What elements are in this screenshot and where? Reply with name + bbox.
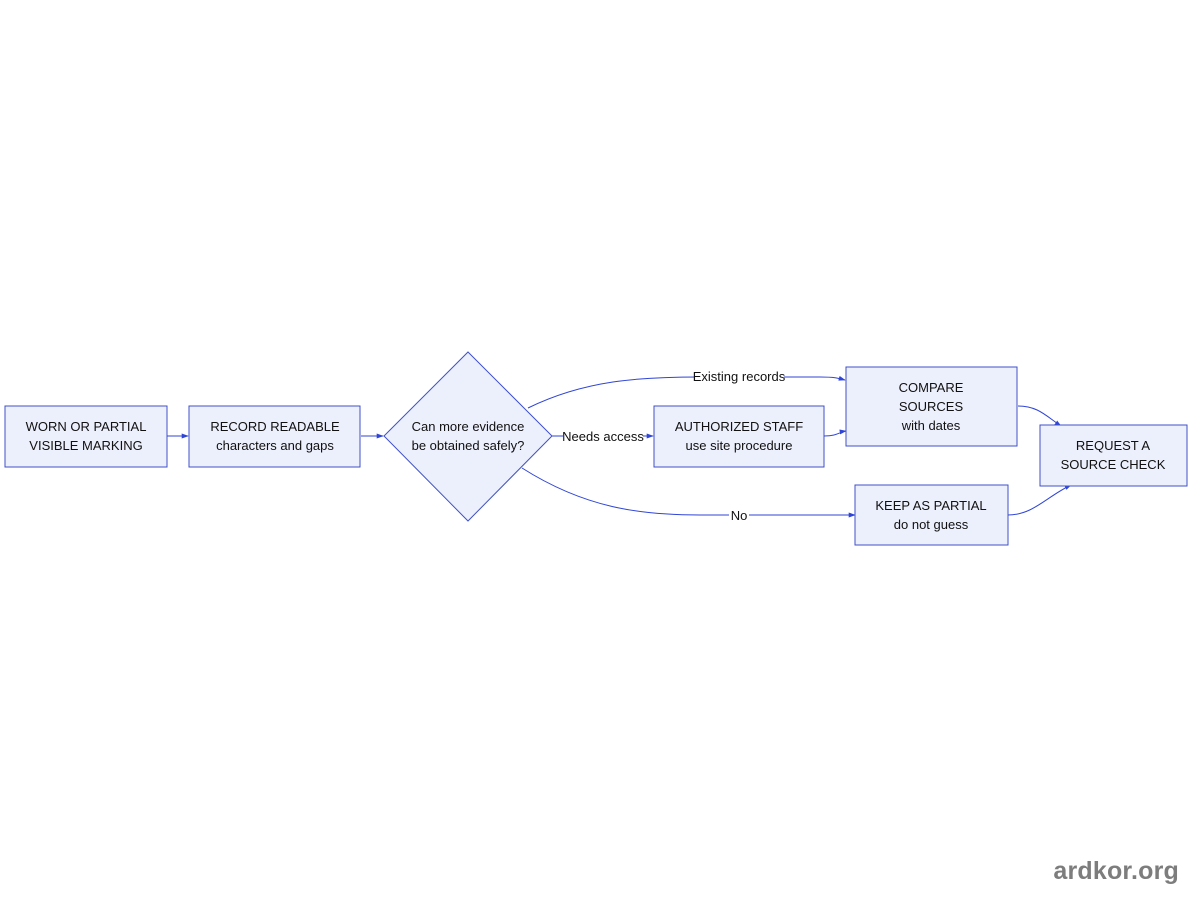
svg-text:be obtained safely?: be obtained safely? xyxy=(412,438,525,453)
node-request-source-check: REQUEST A SOURCE CHECK xyxy=(1039,424,1188,487)
svg-text:No: No xyxy=(731,508,748,523)
node-compare-sources: COMPARE SOURCES with dates xyxy=(845,366,1018,447)
svg-text:Can more evidence: Can more evidence xyxy=(412,419,525,434)
svg-text:do not guess: do not guess xyxy=(894,517,969,532)
svg-text:SOURCE CHECK: SOURCE CHECK xyxy=(1061,457,1166,472)
svg-text:with dates: with dates xyxy=(901,418,961,433)
svg-text:AUTHORIZED STAFF: AUTHORIZED STAFF xyxy=(675,419,803,434)
edge-label-no: No xyxy=(729,507,749,523)
svg-text:Needs access: Needs access xyxy=(562,429,644,444)
svg-text:COMPARE: COMPARE xyxy=(899,380,964,395)
edge-label-existing-records: Existing records xyxy=(693,369,786,385)
svg-text:REQUEST A: REQUEST A xyxy=(1076,438,1151,453)
node-keep-as-partial: KEEP AS PARTIAL do not guess xyxy=(854,484,1009,546)
edge-authorized-to-compare xyxy=(823,429,847,437)
svg-text:RECORD READABLE: RECORD READABLE xyxy=(210,419,340,434)
edge-compare-to-request xyxy=(1017,405,1062,427)
svg-text:SOURCES: SOURCES xyxy=(899,399,964,414)
edge-decision-to-compare xyxy=(527,375,846,409)
svg-text:VISIBLE MARKING: VISIBLE MARKING xyxy=(29,438,142,453)
svg-text:WORN OR PARTIAL: WORN OR PARTIAL xyxy=(26,419,147,434)
node-worn-or-partial: WORN OR PARTIAL VISIBLE MARKING xyxy=(4,405,168,468)
svg-text:use site procedure: use site procedure xyxy=(686,438,793,453)
node-decision-evidence: Can more evidence be obtained safely? xyxy=(383,351,553,522)
svg-text:KEEP AS PARTIAL: KEEP AS PARTIAL xyxy=(875,498,986,513)
svg-text:Existing records: Existing records xyxy=(693,369,786,384)
edge-keep-to-request xyxy=(1007,484,1072,516)
watermark-logo: ardkor.org xyxy=(1053,857,1179,885)
edge-decision-to-keep xyxy=(521,467,856,518)
svg-text:characters and gaps: characters and gaps xyxy=(216,438,334,453)
edge-label-needs-access: Needs access xyxy=(562,428,644,444)
node-authorized-staff: AUTHORIZED STAFF use site procedure xyxy=(653,405,825,468)
node-record-readable: RECORD READABLE characters and gaps xyxy=(188,405,361,468)
